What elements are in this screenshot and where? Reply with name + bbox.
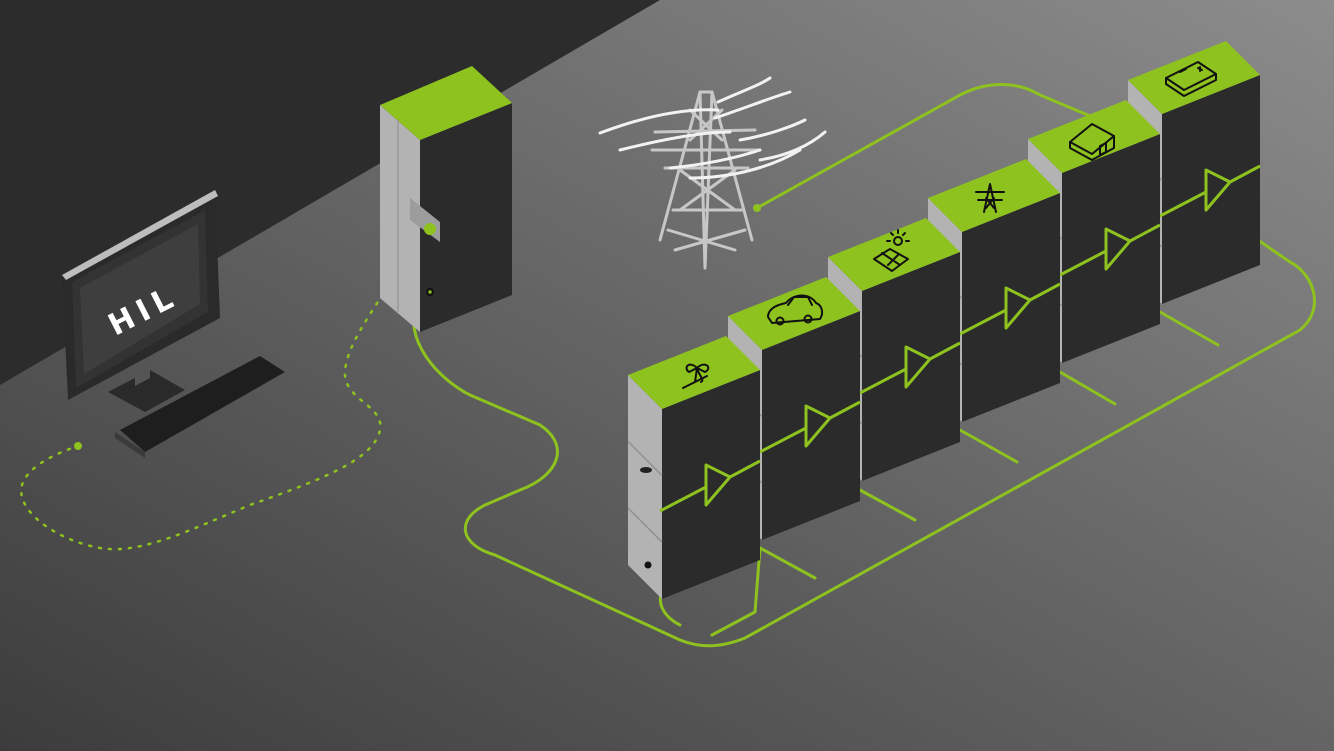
signal-trace (659, 459, 761, 513)
cabinet-top (628, 336, 760, 409)
power-line-waves (598, 76, 827, 180)
hil-monitor: HIL (62, 190, 285, 458)
cabinet-row (627, 41, 1261, 599)
cabinet-side (662, 370, 760, 599)
signal-trace (1159, 164, 1261, 218)
cabinet-side (1162, 75, 1260, 304)
cabinet-top (1128, 41, 1260, 114)
cabinet-wind-turbine (627, 336, 761, 599)
hil-rack-cabinet (380, 66, 512, 332)
cabinet-side (1062, 134, 1160, 363)
cabinet-front (628, 375, 662, 599)
signal-trace (759, 400, 861, 454)
cabinet-top (828, 218, 960, 291)
car-icon (767, 294, 824, 326)
cabinet-top (728, 277, 860, 350)
vent-mark (640, 467, 652, 473)
cabinet-top (1028, 100, 1160, 173)
pc-link-dot (74, 442, 82, 450)
cable-port (644, 561, 652, 569)
transmission-tower (650, 90, 762, 270)
signal-trace (959, 282, 1061, 336)
tower-link-dot (753, 204, 761, 212)
cabinet-side (862, 252, 960, 481)
cabinet-side (962, 193, 1060, 422)
dotted-links (19, 238, 410, 551)
transmission-tower-icon (975, 183, 1005, 213)
wind-turbine-icon (682, 363, 710, 389)
cabinet-top (928, 159, 1060, 232)
signal-trace (859, 341, 961, 395)
solar-panel-icon (873, 229, 910, 272)
house-icon (1069, 123, 1115, 161)
battery-icon (1165, 61, 1217, 97)
top-icons (682, 61, 1217, 389)
cabinet-side (762, 311, 860, 540)
signal-trace (1059, 223, 1161, 277)
